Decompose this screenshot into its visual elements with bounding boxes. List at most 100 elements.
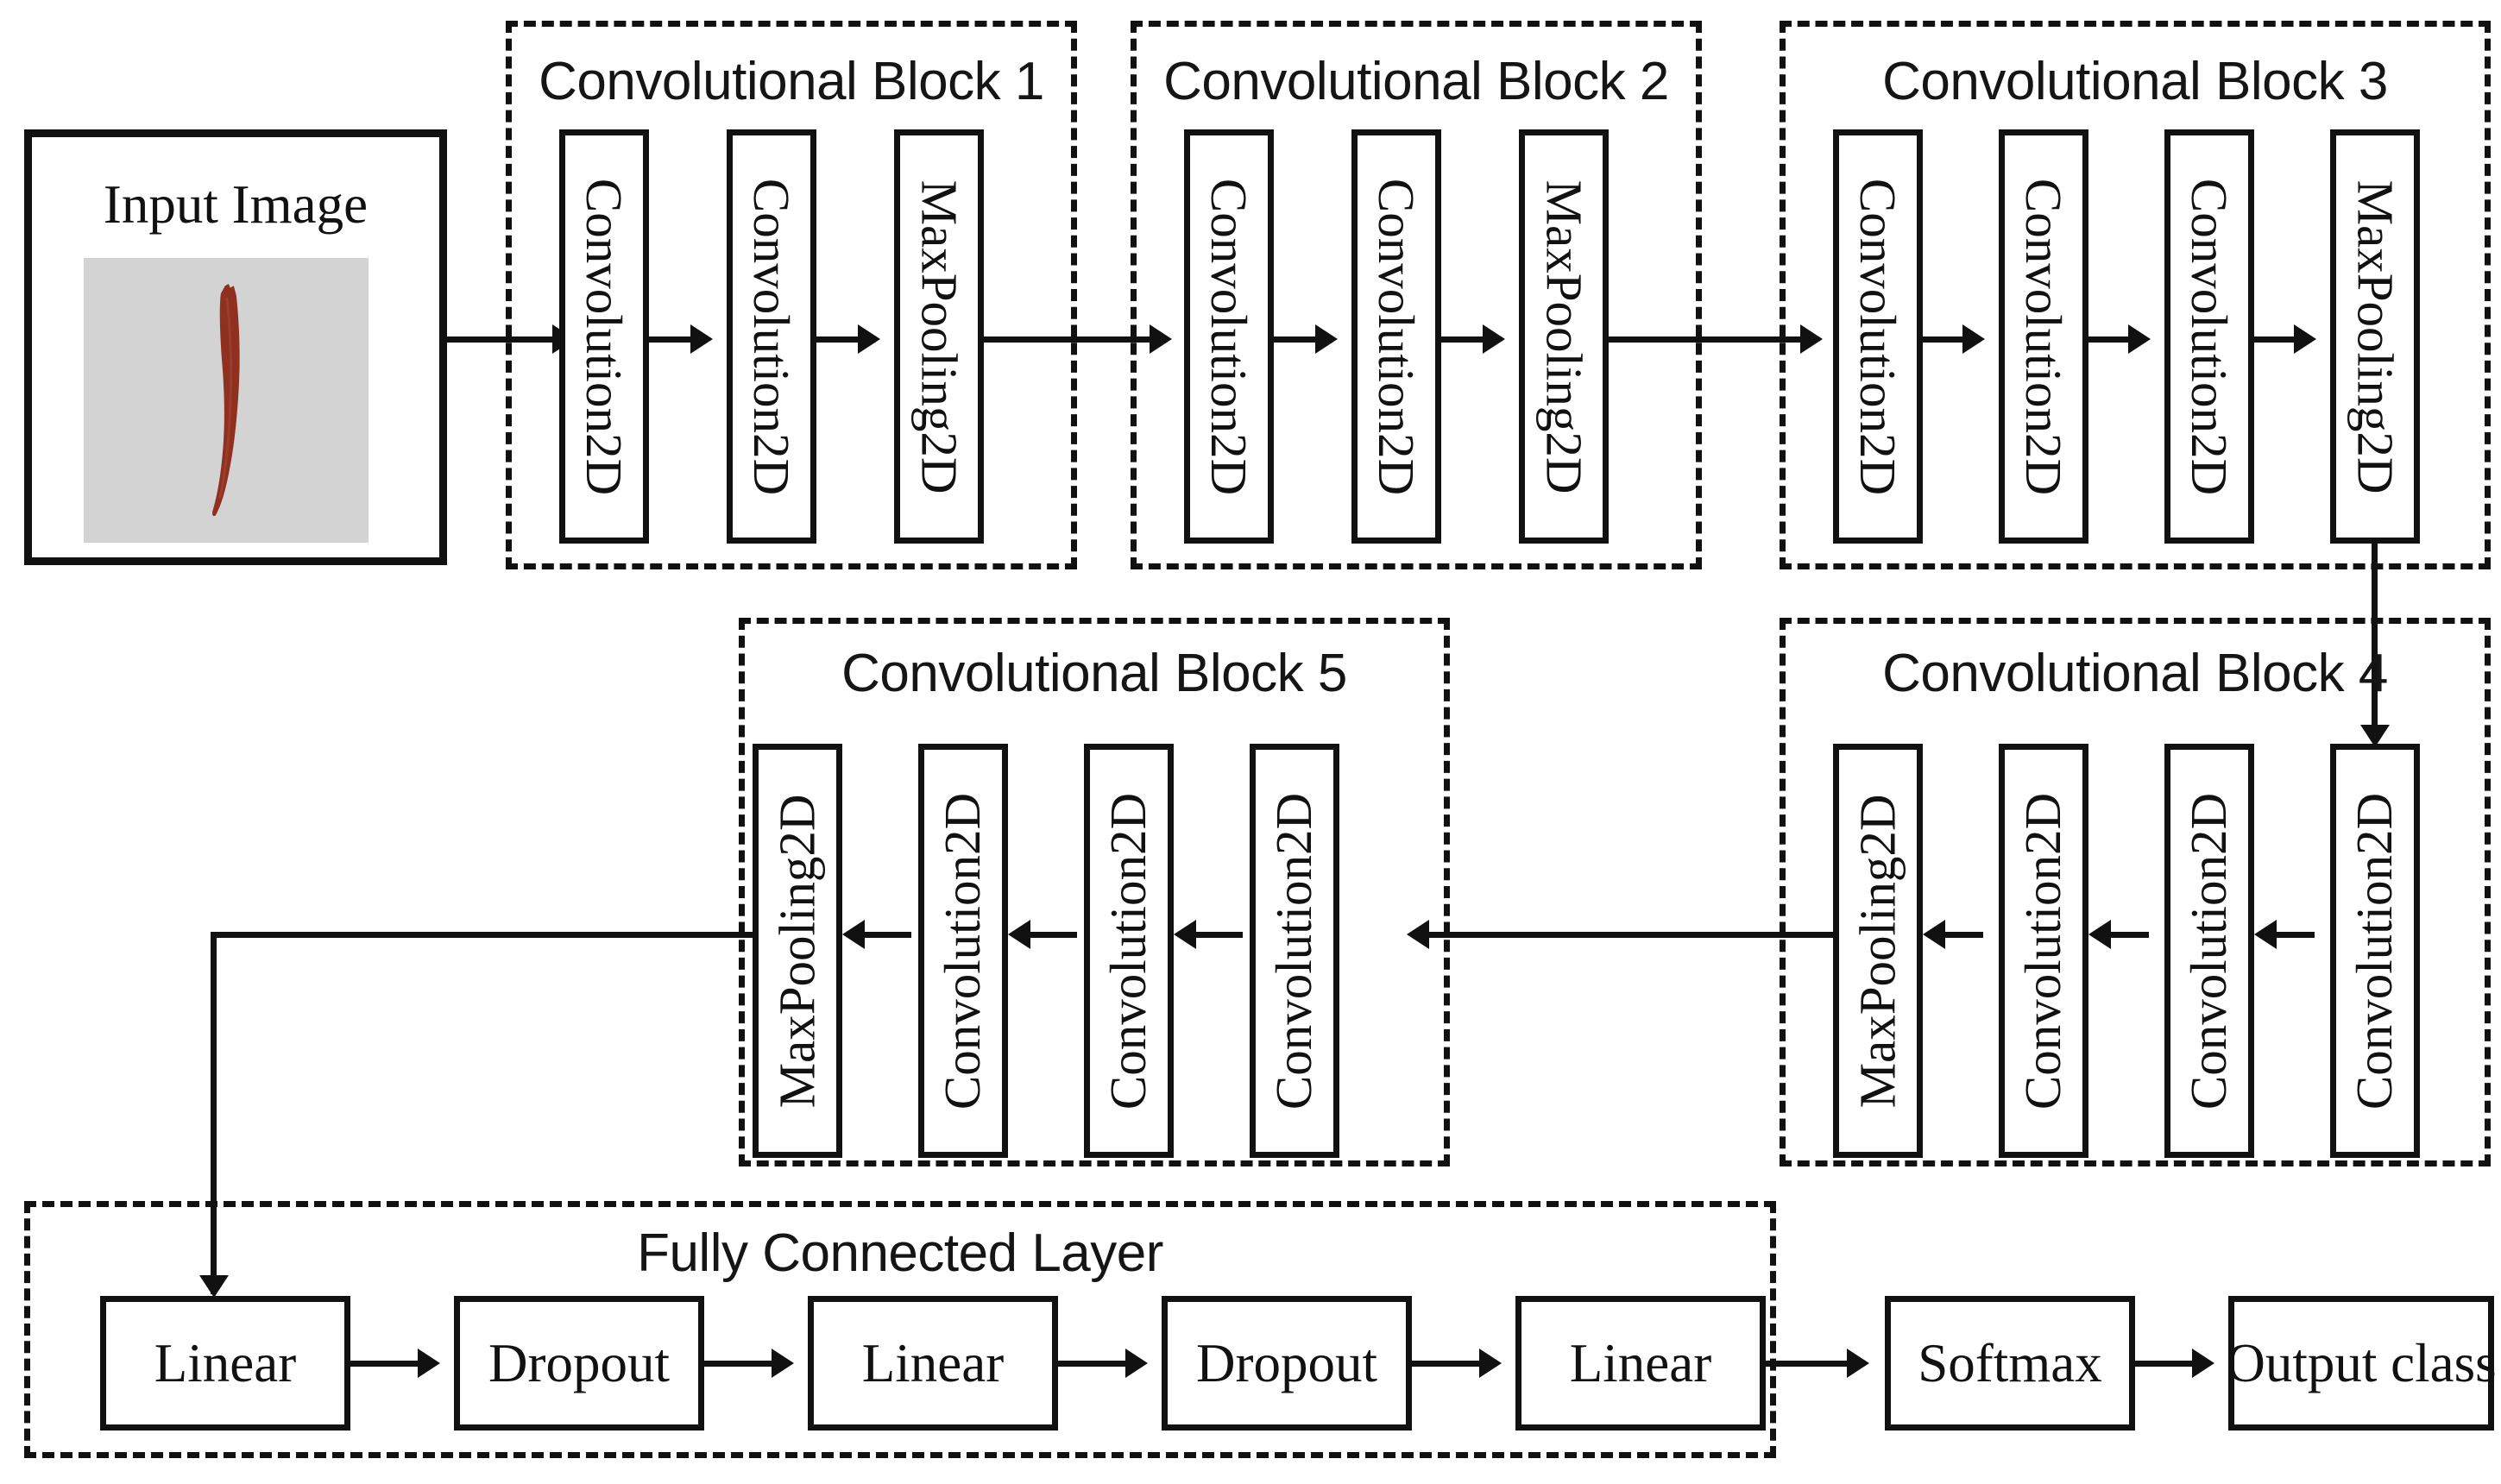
conv-block-2-group: Convolutional Block 2 [1131, 21, 1702, 569]
softmax-label: Softmax [1918, 1332, 2102, 1393]
connector-arrowhead [858, 324, 880, 354]
connector-input-to-block1 [447, 336, 559, 343]
conv-block-1-group: Convolutional Block 1 [506, 21, 1077, 569]
arrowhead-block3-to-block4 [2360, 725, 2390, 747]
connector-arrow-line [350, 1361, 428, 1367]
connector-arrowhead [842, 920, 865, 949]
connector-arrow-line [2088, 336, 2139, 343]
connector-arrow-line [2265, 932, 2315, 938]
connector-arrow-line [1933, 932, 1983, 938]
input-image-title: Input Image [103, 174, 369, 235]
layer-box-conv2d[interactable]: Convolution2D [918, 744, 1008, 1158]
layer-box-maxpool2d[interactable]: MaxPooling2D [1519, 129, 1609, 544]
fc-box-label: Linear [154, 1332, 297, 1393]
connector-block3-to-block4 [2372, 544, 2378, 733]
layer-label: MaxPooling2D [1535, 179, 1593, 494]
layer-label: Convolution2D [2015, 178, 2073, 495]
connector-arrow-line [2099, 932, 2149, 938]
arrowhead-fc-to-softmax [1847, 1349, 1869, 1378]
connector-arrowhead [690, 324, 713, 354]
conv-block-5-group: Convolutional Block 5 [739, 618, 1450, 1166]
output-class-box[interactable]: Output class [2226, 1296, 2497, 1431]
connector-arrow-line [1058, 1361, 1136, 1367]
layer-label: MaxPooling2D [2347, 179, 2404, 494]
connector-arrow-line [704, 1361, 782, 1367]
layer-box-conv2d[interactable]: Convolution2D [1184, 129, 1274, 544]
connector-arrowhead [1174, 920, 1196, 949]
conv-block-3-title: Convolutional Block 3 [1882, 52, 2388, 111]
layer-label: Convolution2D [1099, 792, 1157, 1110]
layer-box-conv2d[interactable]: Convolution2D [2164, 744, 2254, 1158]
fc-box-linear[interactable]: Linear [1515, 1296, 1766, 1431]
layer-box-conv2d[interactable]: Convolution2D [1084, 744, 1174, 1158]
connector-arrowhead [1962, 324, 1985, 354]
fc-box-dropout[interactable]: Dropout [1162, 1296, 1412, 1431]
connector-arrow-line [649, 336, 701, 343]
connector-arrowhead [1479, 1349, 1502, 1378]
layer-box-conv2d[interactable]: Convolution2D [2164, 129, 2254, 544]
layer-box-conv2d[interactable]: Convolution2D [1999, 129, 2088, 544]
connector-arrow-line [2254, 336, 2304, 343]
connector-arrow-line [1018, 932, 1077, 938]
connector-softmax-to-output [2135, 1361, 2202, 1367]
layer-box-conv2d[interactable]: Convolution2D [2330, 744, 2420, 1158]
layer-box-conv2d[interactable]: Convolution2D [559, 129, 649, 544]
layer-label: MaxPooling2D [768, 794, 826, 1108]
layer-box-conv2d[interactable]: Convolution2D [1351, 129, 1441, 544]
connector-arrowhead [2128, 324, 2151, 354]
connector-arrowhead [2294, 324, 2316, 354]
layer-label: MaxPooling2D [1849, 794, 1906, 1108]
connector-arrow-line [816, 336, 868, 343]
connector-arrowhead [1923, 920, 1945, 949]
layer-label: Convolution2D [1368, 178, 1426, 495]
layer-box-maxpool2d[interactable]: MaxPooling2D [2330, 129, 2420, 544]
connector-block4-to-block5 [1415, 932, 1836, 938]
fc-box-label: Dropout [488, 1332, 670, 1393]
connector-block2-to-block3 [1609, 336, 1807, 343]
connector-arrowhead [1008, 920, 1030, 949]
arrowhead-block1-to-block2 [1150, 324, 1172, 354]
fc-box-linear[interactable]: Linear [808, 1296, 1058, 1431]
connector-arrowhead [2254, 920, 2277, 949]
arrowhead-block5-to-fc [199, 1275, 229, 1298]
conv-block-1-title: Convolutional Block 1 [539, 52, 1044, 111]
layer-label: Convolution2D [2014, 792, 2072, 1110]
connector-arrow-line [853, 932, 911, 938]
layer-box-maxpool2d[interactable]: MaxPooling2D [894, 129, 984, 544]
layer-label: Convolution2D [2346, 792, 2403, 1110]
layer-label: MaxPooling2D [910, 179, 968, 494]
conv-block-2-title: Convolutional Block 2 [1163, 52, 1669, 111]
arrowhead-softmax-to-output [2192, 1349, 2214, 1378]
connector-arrowhead [1315, 324, 1338, 354]
arrowhead-block4-to-block5 [1407, 920, 1429, 949]
fc-box-linear[interactable]: Linear [100, 1296, 350, 1431]
layer-box-conv2d[interactable]: Convolution2D [1999, 744, 2088, 1158]
connector-arrowhead [772, 1349, 794, 1378]
layer-label: Convolution2D [576, 178, 633, 495]
layer-box-conv2d[interactable]: Convolution2D [1833, 129, 1923, 544]
layer-label: Convolution2D [1265, 792, 1323, 1110]
layer-box-maxpool2d[interactable]: MaxPooling2D [753, 744, 842, 1158]
fc-box-label: Dropout [1196, 1332, 1377, 1393]
connector-arrow-line [1412, 1361, 1490, 1367]
layer-box-conv2d[interactable]: Convolution2D [727, 129, 816, 544]
connector-block5-to-fc-horizontal [211, 932, 756, 938]
connector-arrow-line [1184, 932, 1243, 938]
connector-arrow-line [1441, 336, 1493, 343]
layer-label: Convolution2D [2180, 792, 2238, 1110]
layer-label: Convolution2D [1200, 178, 1258, 495]
fc-box-label: Linear [1569, 1332, 1712, 1393]
softmax-box[interactable]: Softmax [1885, 1296, 2135, 1431]
conv-block-4-group: Convolutional Block 4 [1780, 618, 2491, 1166]
layer-label: Convolution2D [2181, 178, 2239, 495]
connector-fc-to-softmax [1766, 1361, 1862, 1367]
layer-box-maxpool2d[interactable]: MaxPooling2D [1833, 744, 1923, 1158]
fc-box-dropout[interactable]: Dropout [454, 1296, 704, 1431]
layer-box-conv2d[interactable]: Convolution2D [1250, 744, 1339, 1158]
layer-label: Convolution2D [1849, 178, 1907, 495]
input-image-photo [84, 258, 369, 543]
connector-arrowhead [1483, 324, 1505, 354]
conv-block-5-title: Convolutional Block 5 [841, 644, 1347, 703]
connector-arrow-line [1923, 336, 1973, 343]
